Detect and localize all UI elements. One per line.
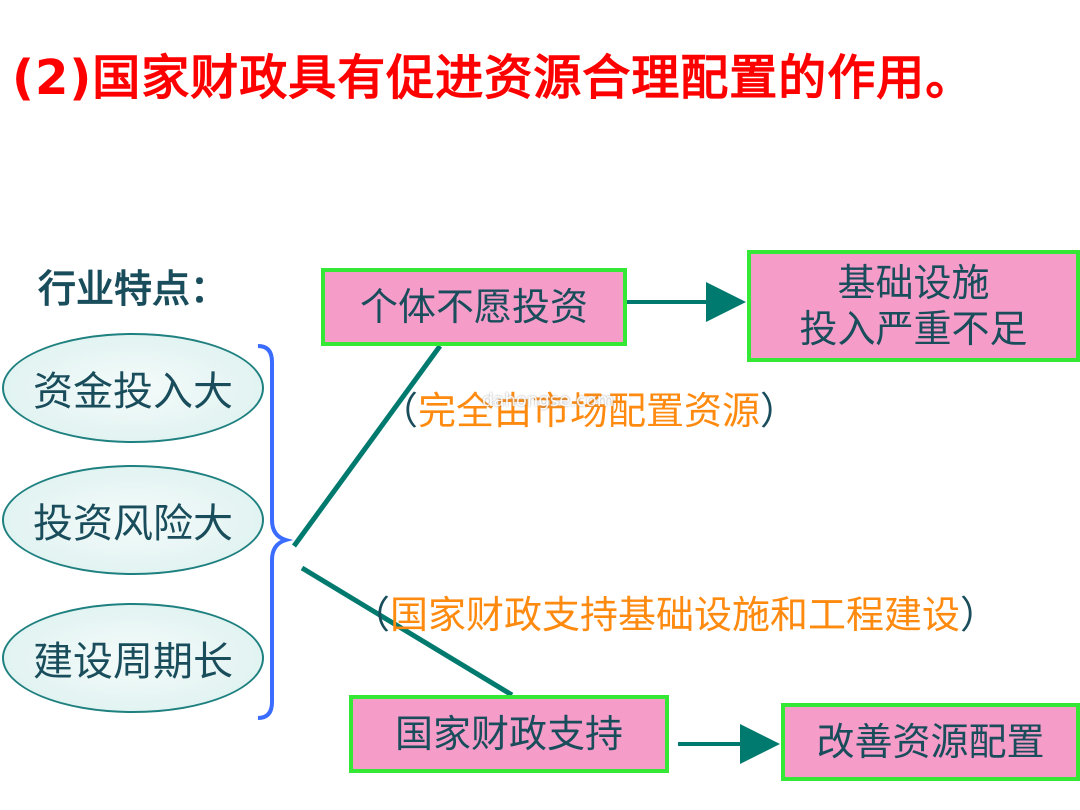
state-finance-support-box: 国家财政支持 (349, 695, 669, 773)
private-no-invest-box: 个体不愿投资 (321, 268, 627, 346)
feature-ellipse-risk: 投资风险大 (2, 465, 264, 575)
private-no-invest-text: 个体不愿投资 (359, 285, 588, 329)
state-finance-support-text: 国家财政支持 (394, 712, 623, 756)
market-allocation-note: （完全由市场配置资源） (380, 380, 798, 435)
improve-allocation-text: 改善资源配置 (816, 720, 1045, 764)
state-note-text: 国家财政支持基础设施和工程建设 (390, 593, 961, 637)
feature-ellipse-period: 建设周期长 (2, 603, 264, 713)
infrastructure-box: 基础设施 投入严重不足 (747, 250, 1080, 362)
industry-features-label: 行业特点： (38, 267, 229, 311)
infrastructure-line1: 基础设施 (837, 261, 990, 305)
line-to-private-box (291, 344, 443, 548)
market-note-open-paren: （ (380, 389, 419, 433)
curly-brace (257, 344, 294, 720)
state-support-note: （国家财政支持基础设施和工程建设） (352, 584, 998, 639)
line-to-finance-box (300, 565, 514, 698)
improve-allocation-box: 改善资源配置 (781, 703, 1080, 781)
infrastructure-line2: 投入严重不足 (799, 307, 1028, 351)
feature-ellipse-capital: 资金投入大 (2, 333, 264, 443)
market-note-text: 完全由市场配置资源 (418, 389, 761, 433)
watermark: dahongse.com (482, 390, 615, 411)
slide-title: (2)国家财政具有促进资源合理配置的作用。 (12, 50, 975, 106)
state-note-open-paren: （ (352, 593, 391, 637)
state-note-close-paren: ） (960, 593, 999, 637)
market-note-close-paren: ） (760, 389, 799, 433)
